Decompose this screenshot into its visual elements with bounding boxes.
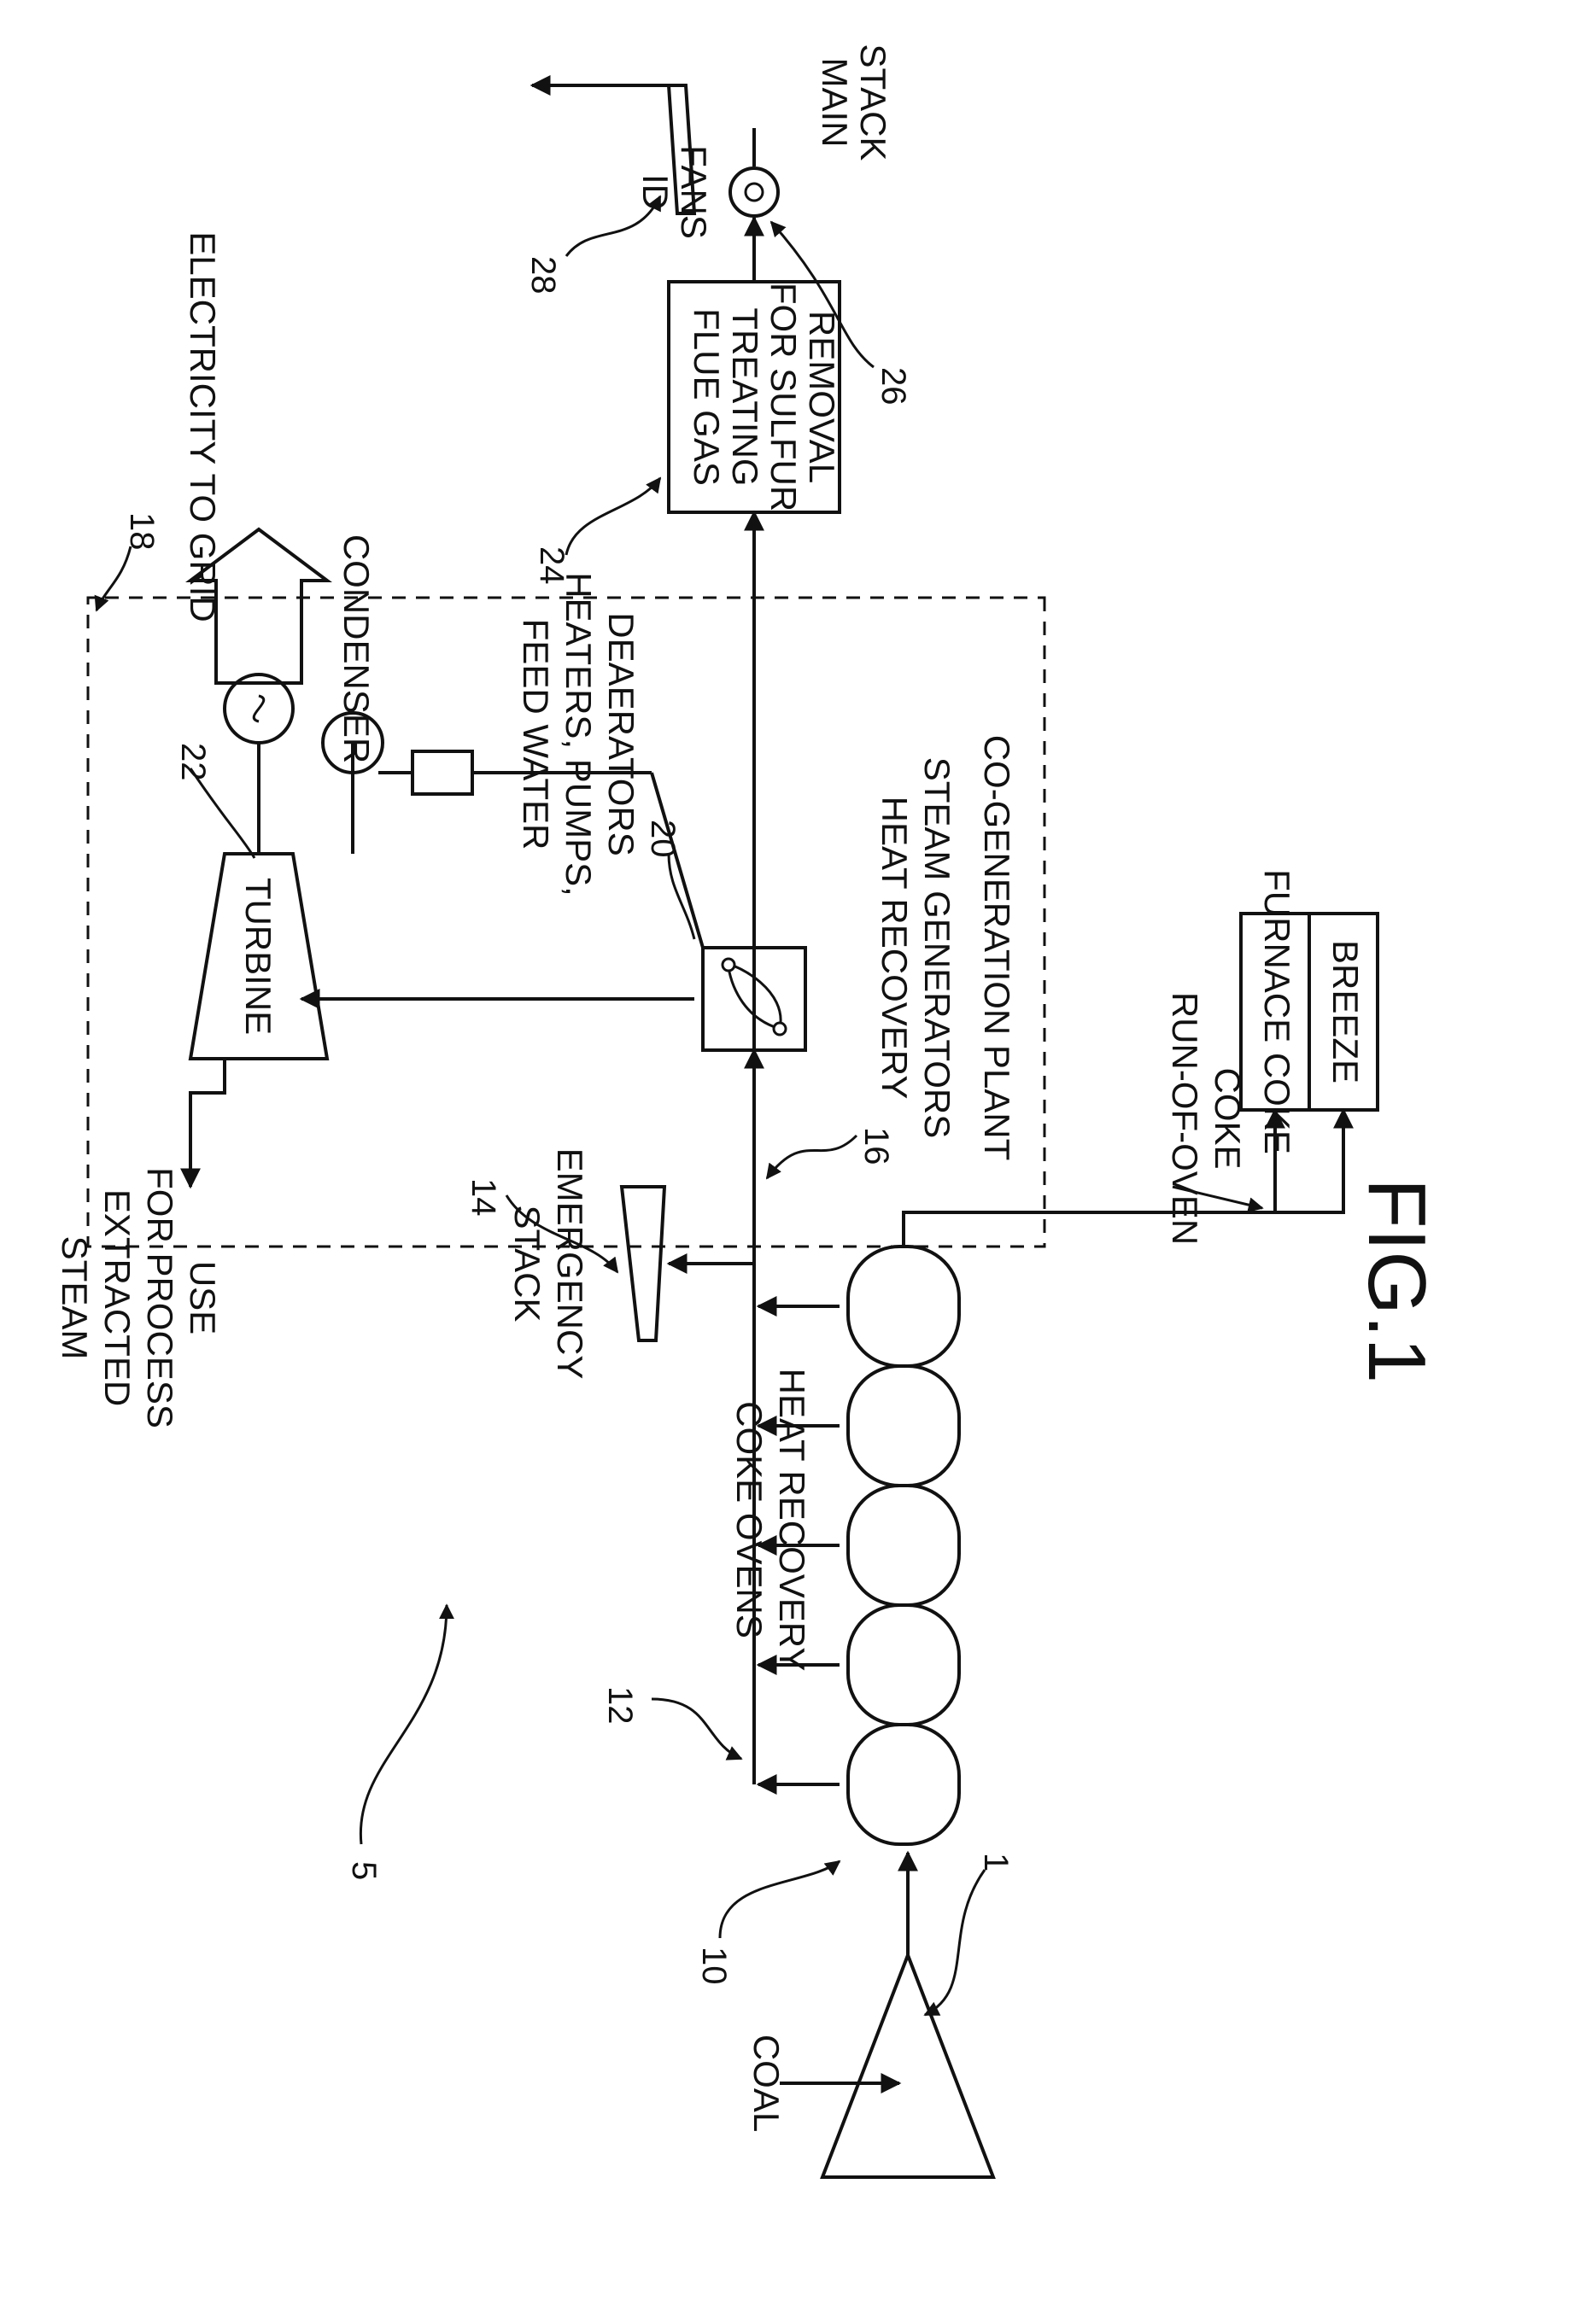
- oven-2: [848, 1605, 959, 1725]
- feedwater-label-1: FEED WATER: [516, 619, 556, 850]
- coal-hopper: [822, 1955, 993, 2177]
- ref-1-number: 1: [977, 1853, 1015, 1871]
- ref-5-number: 5: [345, 1861, 383, 1880]
- ref-12-leader: [652, 1699, 741, 1759]
- run-of-oven-line: [904, 1195, 1275, 1247]
- flue-label-3: FOR SULFUR: [764, 283, 804, 511]
- ref-18-number: 18: [123, 512, 161, 551]
- ref-12-number: 12: [601, 1686, 639, 1725]
- rotated-figure: COAL 1 HEAT RECOVERY COKE OVENS 10: [55, 44, 1442, 2177]
- ref-14-number: 14: [465, 1178, 502, 1217]
- steam-label-4: USE: [183, 1261, 223, 1334]
- ref-26-number: 26: [875, 367, 912, 406]
- hot-gas-duct: 16: [754, 1050, 895, 1264]
- coke-products: RUN-OF-OVEN COKE FURNACE COKE BREEZE: [904, 869, 1378, 1247]
- condenser-label: CONDENSER: [336, 534, 377, 763]
- hrsg-label-1: HEAT RECOVERY: [875, 797, 915, 1100]
- emergency-stack-group: EMERGENCY STACK 14: [465, 1148, 754, 1380]
- steam-label-2: EXTRACTED: [97, 1189, 138, 1406]
- hrsg-node-a: [774, 1023, 786, 1035]
- flue-label-2: TREATING: [725, 307, 765, 486]
- emergency-stack-label-2: STACK: [507, 1206, 547, 1323]
- ref-1-leader: [925, 1870, 985, 2015]
- feedwater-box: [413, 751, 472, 794]
- emergency-stack-label-1: EMERGENCY: [550, 1148, 590, 1380]
- hrsg-node-b: [723, 959, 734, 971]
- steam-extract-line: [190, 1059, 225, 1187]
- oven-1: [848, 1725, 959, 1844]
- ref-22-leader: [190, 768, 255, 858]
- generator-symbol: [254, 696, 264, 721]
- ref-28-number: 28: [524, 256, 562, 295]
- steam-extracted: STEAM EXTRACTED FOR PROCESS USE: [55, 1167, 223, 1428]
- ref-22-number: 22: [174, 743, 212, 781]
- ovens-label-2: COKE OVENS: [729, 1401, 769, 1638]
- oven-3: [848, 1486, 959, 1605]
- oven-5: [848, 1247, 959, 1366]
- coal-feed: COAL 1: [746, 1853, 1015, 2177]
- figure-label: FIG.1: [1351, 1178, 1442, 1383]
- flue-label-4: REMOVAL: [802, 311, 842, 483]
- oven-4: [848, 1366, 959, 1486]
- ref-10-leader: [720, 1861, 840, 1938]
- ref-24-leader: [566, 478, 660, 555]
- steam-label-3: FOR PROCESS: [140, 1167, 180, 1428]
- ref-16-number: 16: [857, 1127, 895, 1165]
- id-fan-hub: [746, 184, 763, 201]
- ref-10-number: 10: [695, 1947, 733, 1985]
- electricity-label: ELECTRICITY TO GRID: [183, 231, 223, 622]
- furnace-coke-label: FURNACE COKE: [1257, 869, 1297, 1154]
- ref-24-number: 24: [533, 546, 571, 585]
- feedwater-label-3: DEAERATORS: [601, 612, 641, 856]
- ref-20-leader: [669, 854, 694, 939]
- cogen-plant: 18 HEAT RECOVERY STEAM GENERATORS CO-GEN…: [88, 512, 1044, 1247]
- feedwater-label-2: HEATERS, PUMPS,: [559, 572, 599, 896]
- flue-label-1: FLUE GAS: [687, 308, 727, 486]
- cogen-label: CO-GENERATION PLANT: [977, 735, 1017, 1161]
- turbine-label: TURBINE: [238, 878, 278, 1035]
- feedwater-to-hrsg-2: [652, 773, 703, 948]
- hrsg-label-2: STEAM GENERATORS: [917, 757, 957, 1139]
- coke-ovens: HEAT RECOVERY COKE OVENS 10: [695, 1247, 959, 1985]
- run-of-oven-label-1: RUN-OF-OVEN: [1165, 992, 1205, 1245]
- ref-16-leader: [767, 1136, 857, 1178]
- emergency-stack: [622, 1187, 664, 1340]
- mainstack-label-1: MAIN: [815, 58, 855, 148]
- coal-label: COAL: [746, 2035, 787, 2132]
- id-fan: [730, 168, 778, 216]
- steam-label-1: STEAM: [55, 1236, 95, 1360]
- ref-5-leader: [360, 1605, 447, 1844]
- ovens-label-1: HEAT RECOVERY: [772, 1369, 812, 1672]
- system-ref: 5: [345, 1605, 447, 1880]
- ref-18-leader: [97, 546, 131, 610]
- breeze-label: BREEZE: [1325, 940, 1366, 1083]
- mainstack-label-2: STACK: [853, 44, 893, 161]
